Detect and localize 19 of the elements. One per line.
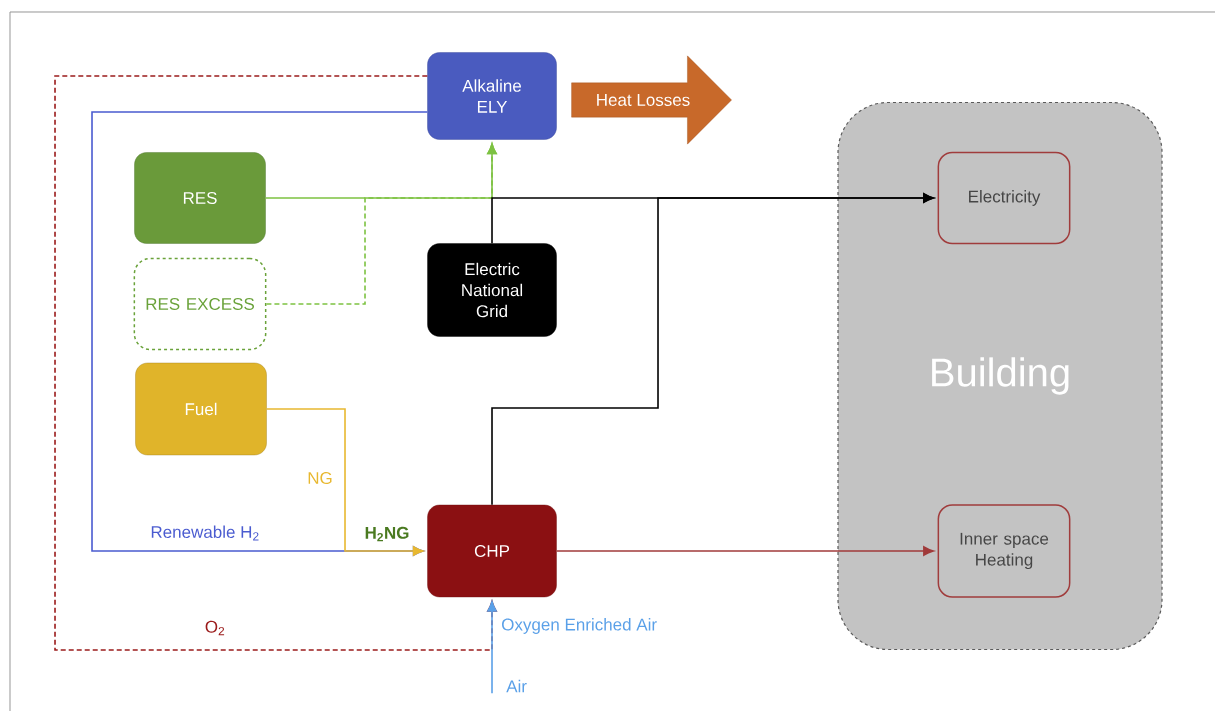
edge-label: NG — [306, 470, 334, 485]
process-box: CHP — [427, 504, 557, 598]
process-box: RES — [134, 152, 266, 244]
process-box: Alkaline ELY — [427, 52, 557, 140]
arrow — [265, 408, 424, 556]
edge-label: Renewable H$_{2}$ — [149, 524, 261, 542]
output-box: Electricity — [937, 151, 1071, 245]
edge-label: O$_{2}$ — [203, 619, 227, 637]
dashed-box: RES EXCESS — [133, 257, 267, 351]
process-box: Fuel — [135, 362, 267, 456]
edge-label: Oxygen Enriched Air — [500, 617, 659, 635]
process-box: Electric National Grid — [427, 243, 557, 337]
flow-label: H$_{2}$NG — [363, 525, 411, 543]
output-box: Inner space Heating — [937, 504, 1071, 598]
arrow — [265, 143, 497, 305]
arrow — [555, 546, 934, 556]
flow-label: Air — [506, 679, 527, 693]
arrow — [491, 193, 934, 506]
arrow — [487, 600, 497, 695]
